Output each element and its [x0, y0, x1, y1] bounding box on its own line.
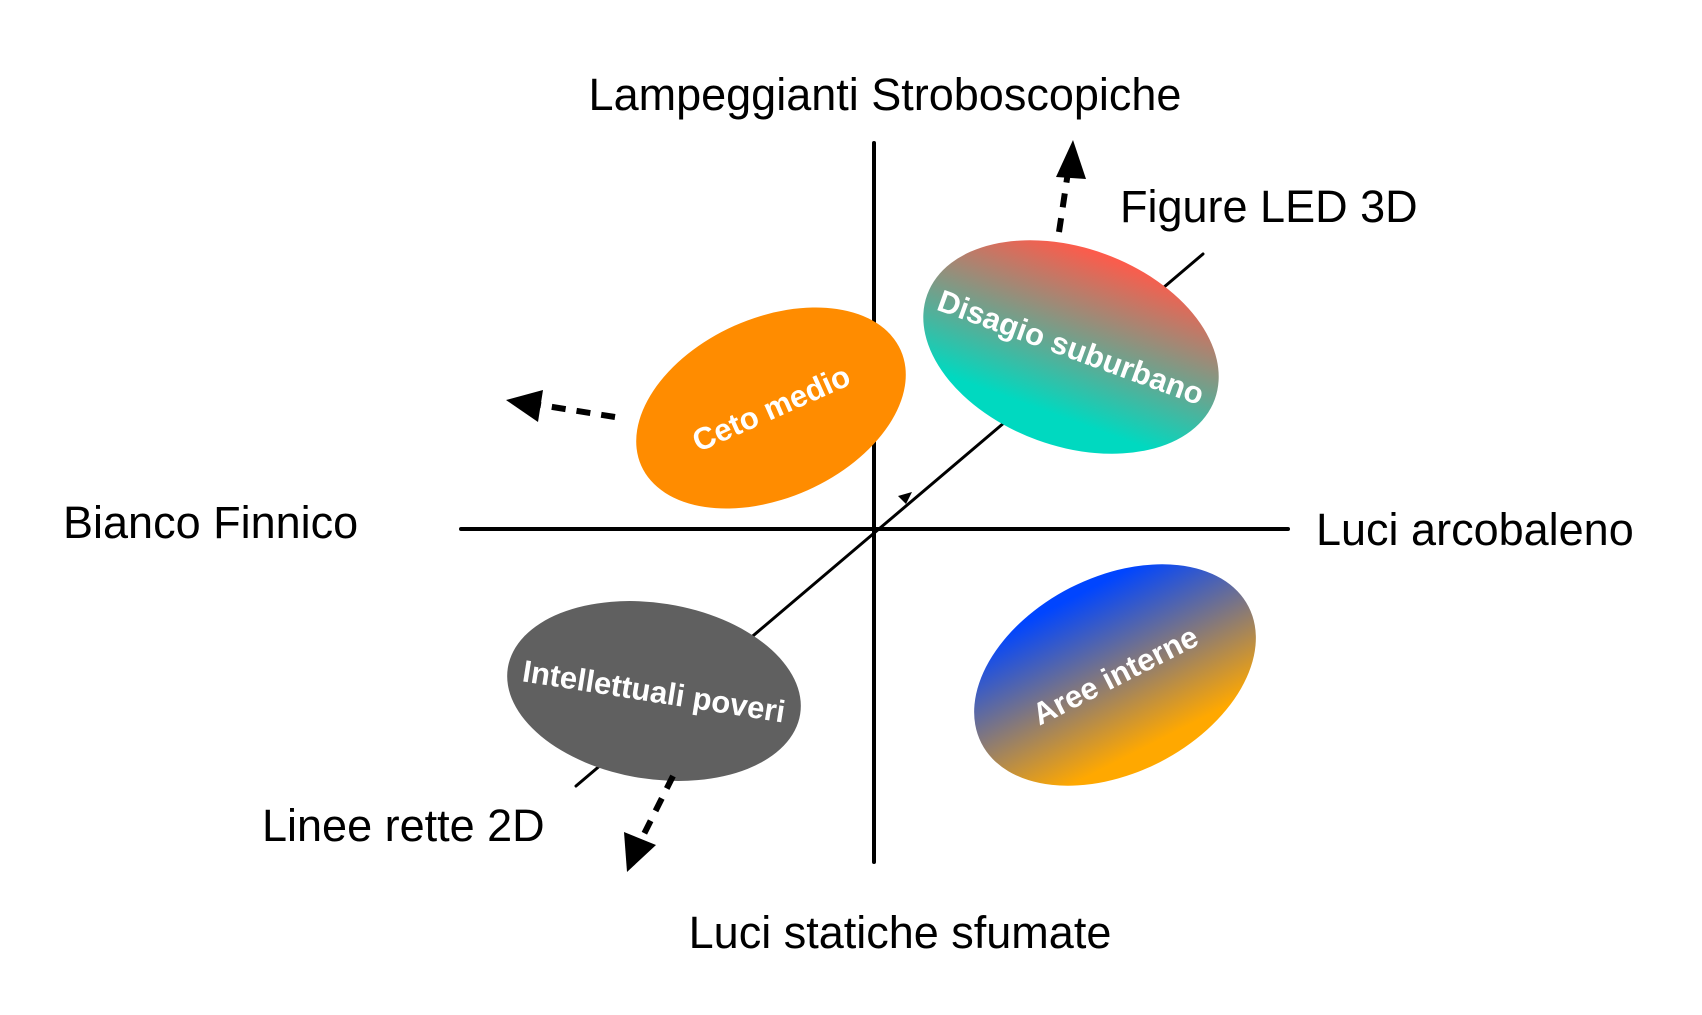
cluster-disagio-suburbano-shape — [923, 240, 1219, 454]
cluster-intellettuali-poveri-shape — [507, 601, 801, 781]
axis-label-right: Luci arcobaleno — [1316, 504, 1634, 555]
axis-label-depth-far: Figure LED 3D — [1120, 181, 1418, 232]
arrow-disagio-up — [1056, 140, 1086, 233]
arrow-ceto-medio-left-head — [506, 390, 543, 422]
arrow-disagio-up-head — [1056, 140, 1086, 179]
arrow-disagio-up-shaft — [1056, 171, 1071, 233]
cluster-ceto-medio: Ceto medio — [636, 307, 906, 509]
origin-arrow-tick — [898, 492, 912, 504]
arrow-ceto-medio-left-shaft — [539, 402, 616, 420]
arrow-ceto-medio-left — [506, 390, 616, 422]
cluster-disagio-suburbano: Disagio suburbano — [923, 240, 1219, 454]
arrow-intellettuali-down — [624, 774, 676, 872]
axis-label-top: Lampeggianti Stroboscopiche — [589, 69, 1182, 120]
arrow-intellettuali-down-shaft — [638, 774, 676, 842]
arrow-intellettuali-down-head — [624, 832, 656, 872]
cluster-aree-interne: Aree interne — [974, 564, 1256, 786]
cluster-ceto-medio-shape — [636, 307, 906, 509]
cluster-intellettuali-poveri: Intellettuali poveri — [507, 601, 801, 781]
axis-label-bottom: Luci statiche sfumate — [689, 907, 1112, 958]
axis-label-left: Bianco Finnico — [63, 497, 358, 548]
axis-label-depth-near: Linee rette 2D — [262, 800, 545, 851]
cluster-aree-interne-shape — [974, 564, 1256, 786]
